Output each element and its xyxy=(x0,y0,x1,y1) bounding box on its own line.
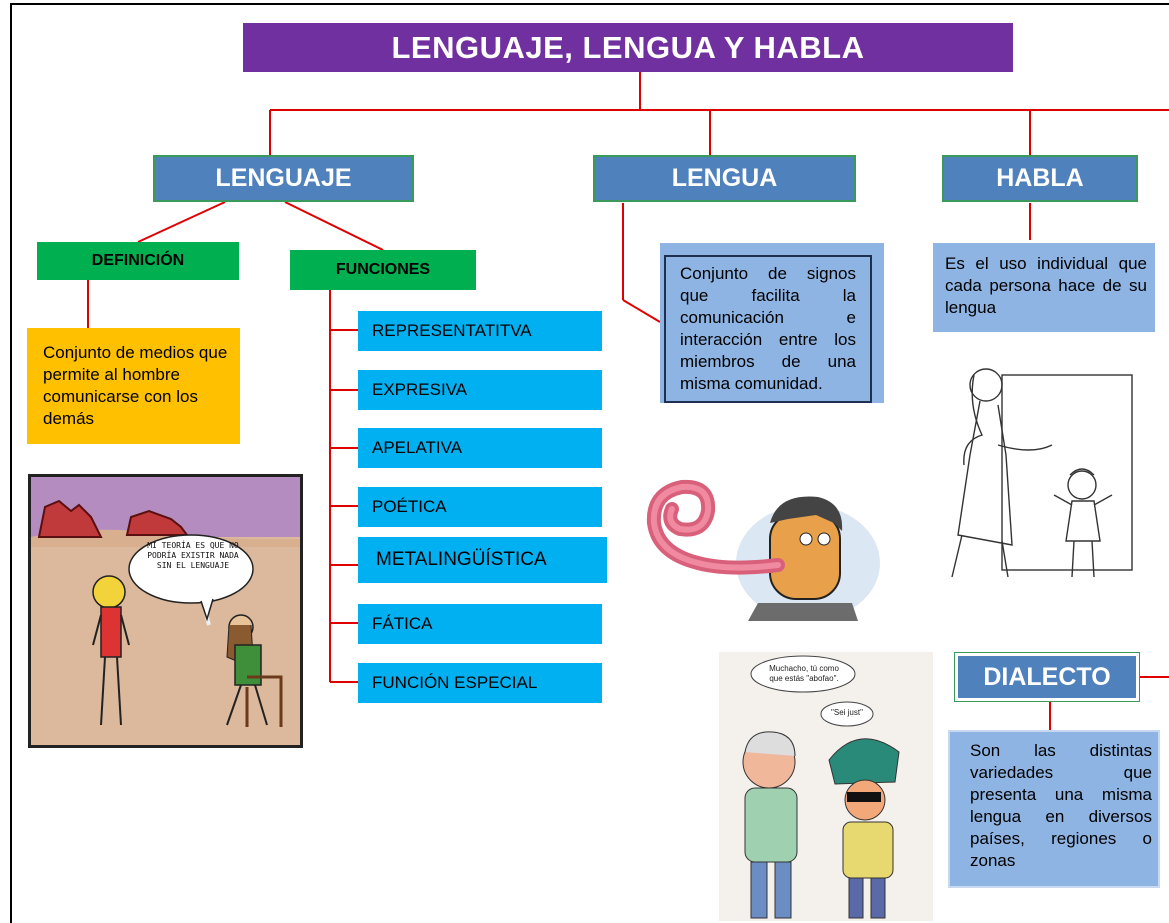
lengua-desc-text: Conjunto de signos que facilita la comun… xyxy=(664,255,872,403)
lenguaje-box: LENGUAJE xyxy=(153,155,414,202)
definicion-box: DEFINICIÓN xyxy=(37,242,239,280)
dialect-illustration: Muchacho, tú como que estás "abofao". "S… xyxy=(719,652,933,921)
tongue-man-illustration xyxy=(638,453,880,621)
lengua-desc-bg: Conjunto de signos que facilita la comun… xyxy=(660,243,884,403)
habla-desc-text: Es el uso individual que cada persona ha… xyxy=(933,243,1155,332)
desert-scene-icon xyxy=(31,499,300,745)
long-tongue-icon xyxy=(646,479,880,621)
two-men-talking-icon xyxy=(742,655,900,919)
woman-girl-sketch-icon xyxy=(951,368,1133,578)
function-item: APELATIVA xyxy=(358,428,602,468)
diagram-frame xyxy=(10,3,1169,923)
function-item: EXPRESIVA xyxy=(358,370,602,410)
function-item: FUNCIÓN ESPECIAL xyxy=(358,663,602,703)
function-item: REPRESENTATITVA xyxy=(358,311,602,351)
main-title: LENGUAJE, LENGUA Y HABLA xyxy=(243,23,1013,72)
comic-illustration: MI TEORÍA ES QUE NO PODRÍA EXISTIR NADA … xyxy=(28,474,303,748)
lengua-box: LENGUA xyxy=(593,155,856,202)
habla-box: HABLA xyxy=(942,155,1138,202)
woman-girl-illustration xyxy=(942,345,1137,580)
funciones-box: FUNCIONES xyxy=(290,250,476,290)
dialect-bubble-1: Muchacho, tú como que estás "abofao". xyxy=(769,664,839,683)
function-item: FÁTICA xyxy=(358,604,602,644)
function-item: METALINGÜÍSTICA xyxy=(358,537,607,583)
comic-speech-text: MI TEORÍA ES QUE NO PODRÍA EXISTIR NADA … xyxy=(147,541,239,570)
dialecto-box: DIALECTO xyxy=(955,653,1139,701)
dialect-bubble-2: "Sei just" xyxy=(831,708,863,717)
definicion-text: Conjunto de medios que permite al hombre… xyxy=(27,328,240,444)
function-item: POÉTICA xyxy=(358,487,602,527)
dialecto-desc-text: Son las distintas variedades que present… xyxy=(948,730,1160,888)
